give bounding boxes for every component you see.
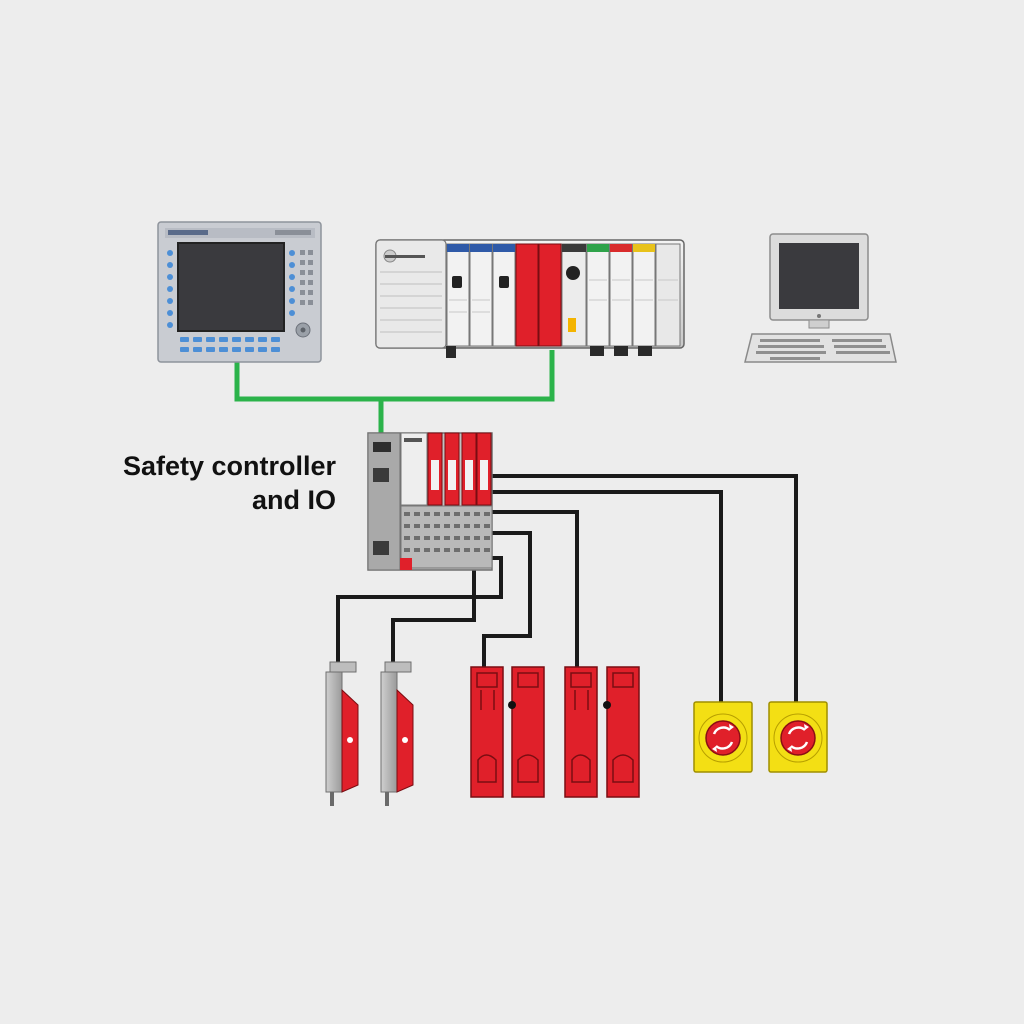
plc-rack [375, 239, 685, 358]
hmi-operator-panel [157, 221, 322, 363]
wire-magnetic-switch-1 [482, 531, 532, 667]
magnetic-safety-switch-1 [470, 666, 545, 798]
wire-estop-2 [491, 474, 798, 702]
field-wiring [336, 474, 798, 702]
wire-interlock-2 [391, 565, 476, 662]
estop-1 [693, 701, 753, 773]
interlock-switch-1 [325, 661, 359, 806]
safety-controller-label-line-2: and IO [251, 485, 336, 515]
magnetic-safety-switch-2 [564, 666, 640, 798]
interlock-switch-2 [380, 661, 414, 806]
wire-interlock-1 [336, 556, 503, 662]
wire-estop-1 [491, 490, 723, 702]
safety-controller-label-line-1: Safety controller [122, 451, 336, 481]
safety-controller-io [367, 432, 493, 571]
estop-2 [768, 701, 828, 773]
plc-modules [446, 243, 681, 347]
desktop-computer [744, 233, 897, 363]
ethernet-link-hmi [234, 350, 555, 402]
wire-magnetic-switch-2 [491, 510, 579, 667]
